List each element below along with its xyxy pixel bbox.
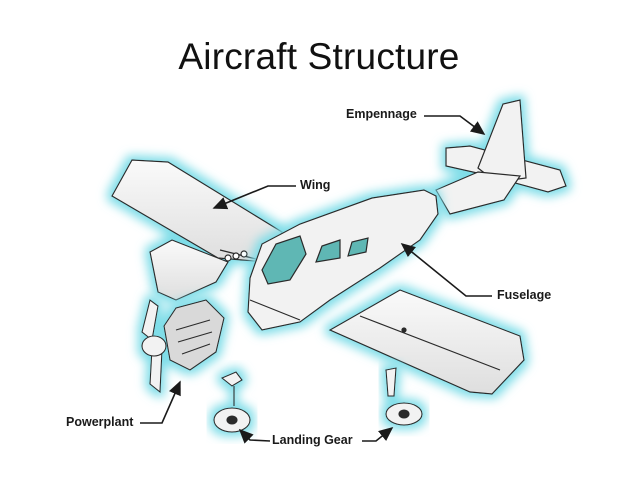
callout-landing-gear: Landing Gear [272, 433, 353, 447]
nose-gear-part [213, 371, 251, 433]
landing-gear-leader-right [362, 426, 394, 442]
left-flap [149, 239, 229, 301]
empennage-part [435, 99, 567, 215]
windshield [261, 235, 307, 285]
diagram-title: Aircraft Structure [178, 36, 460, 77]
tailcone [435, 171, 522, 215]
left-wing-part [111, 159, 283, 301]
callout-fuselage: Fuselage [497, 288, 552, 302]
main-gear-part [385, 367, 423, 426]
callout-empennage: Empennage [346, 107, 417, 121]
callout-wing: Wing [300, 178, 331, 192]
rear-window [347, 237, 369, 257]
wing-leader [212, 185, 296, 210]
vertical-fin [477, 99, 527, 183]
right-wing-part [328, 289, 525, 395]
empennage-leader [424, 115, 486, 135]
callout-powerplant: Powerplant [66, 415, 134, 429]
fuselage-part [247, 189, 439, 331]
fuselage-body [247, 189, 439, 331]
leader-lines [140, 115, 492, 444]
landing-gear-leader-left [238, 428, 271, 444]
powerplant-part [141, 299, 225, 394]
spinner [141, 335, 167, 357]
propeller-blade-top [141, 299, 159, 342]
left-wing-panel [111, 159, 283, 263]
fuselage-leader [400, 242, 492, 297]
powerplant-leader [140, 380, 181, 424]
engine-block [163, 299, 225, 371]
side-window [315, 239, 341, 263]
